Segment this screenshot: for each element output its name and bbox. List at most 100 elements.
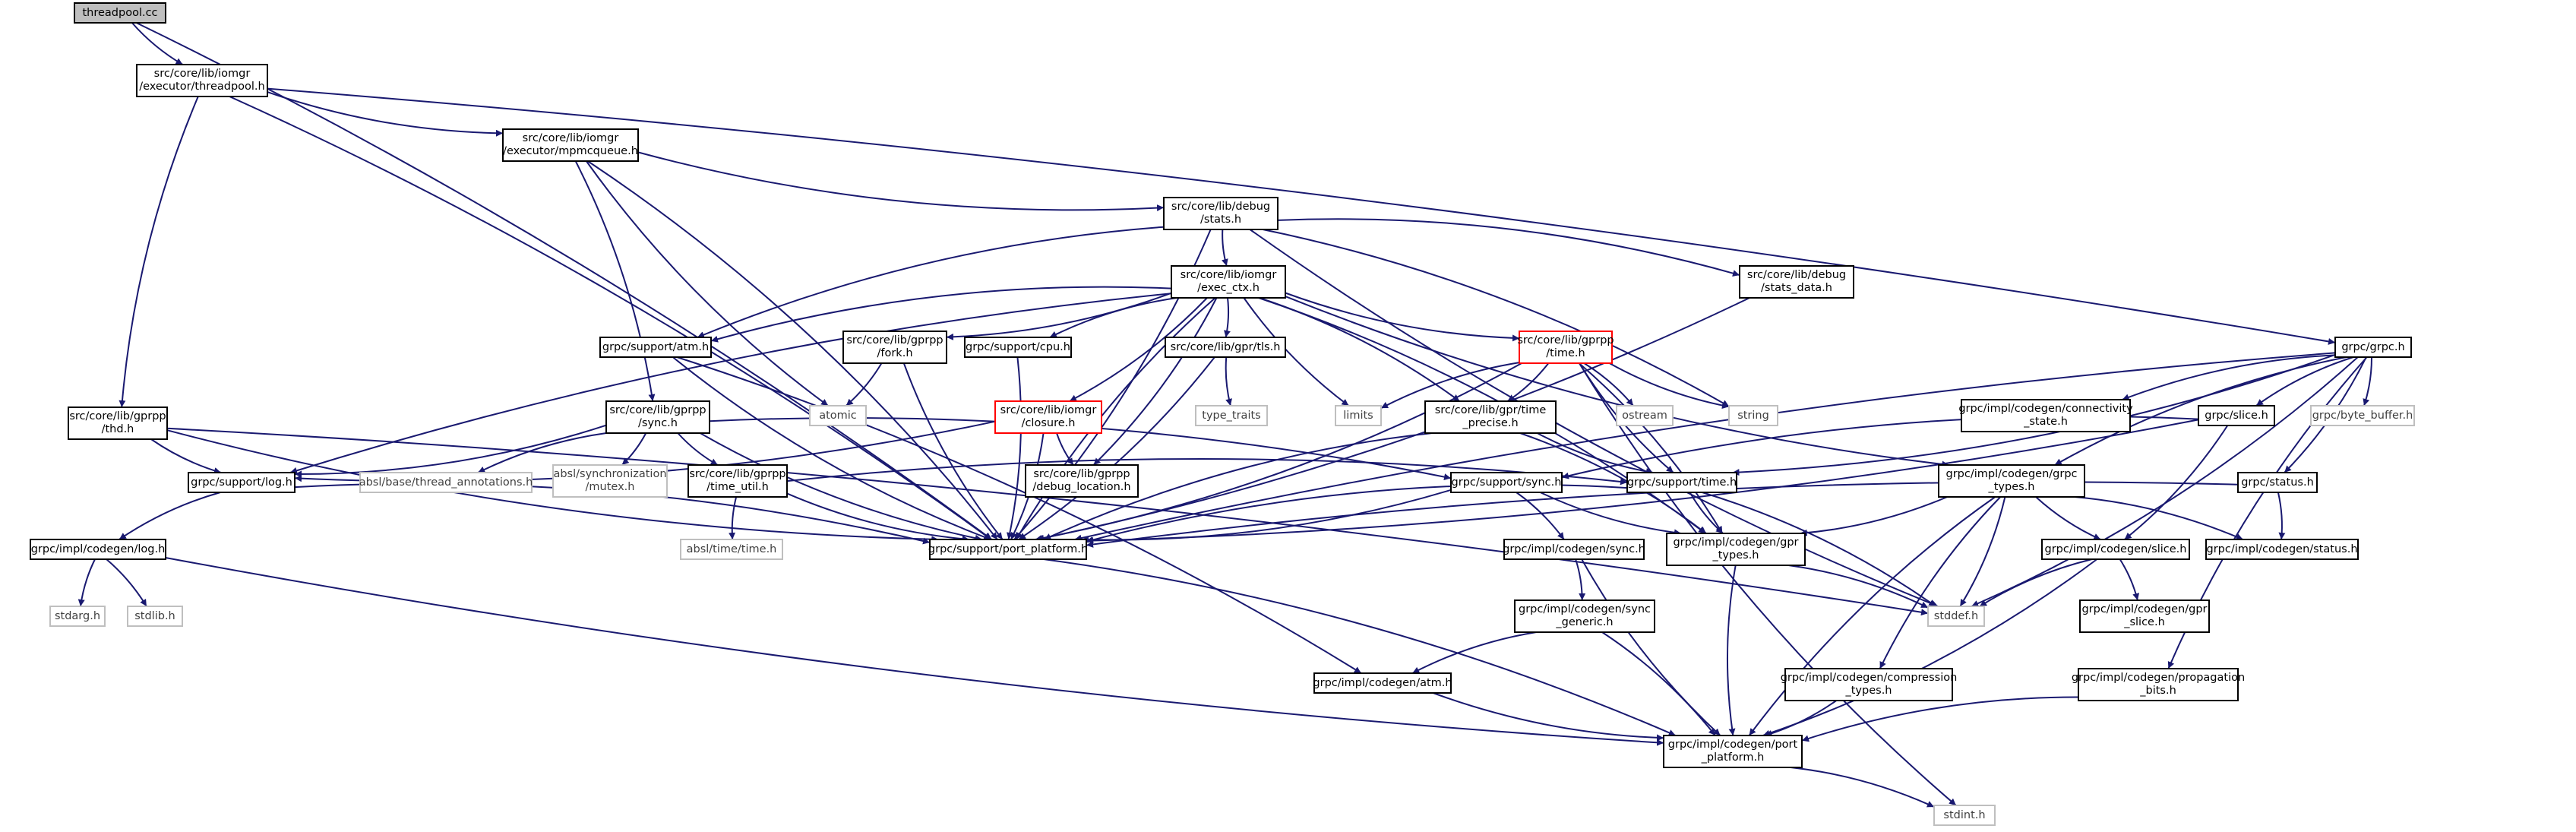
node-label: /time_util.h xyxy=(706,481,769,493)
node-codegen-slice-h[interactable]: grpc/impl/codegen/slice.h xyxy=(2041,539,2190,560)
node-atomic[interactable]: atomic xyxy=(809,405,867,426)
node-grpc-status-h[interactable]: grpc/status.h xyxy=(2237,472,2318,493)
node-label: grpc/impl/codegen/sync.h xyxy=(1503,543,1645,555)
edge-executor_threadpool_h-to-executor_mpmcqueue_h xyxy=(267,91,504,137)
edge-iomgr_exec_ctx_h-to-support_cpu_h xyxy=(1049,297,1177,338)
node-stdlib-h[interactable]: stdlib.h xyxy=(127,606,183,627)
edge-codegen_grpc_types_h-to-codegen_compression_types_h xyxy=(1879,496,2002,669)
node-string[interactable]: string xyxy=(1728,405,1778,426)
node-box xyxy=(1165,337,1286,358)
node-box xyxy=(1514,599,1655,633)
node-grpc-slice-h[interactable]: grpc/slice.h xyxy=(2198,405,2275,426)
node-label: threadpool.cc xyxy=(82,7,157,19)
node-gprpp-fork-h[interactable]: src/core/lib/gprpp/fork.h xyxy=(842,331,947,364)
node-label: limits xyxy=(1343,410,1373,422)
node-codegen-sync-h[interactable]: grpc/impl/codegen/sync.h xyxy=(1503,539,1645,560)
node-box xyxy=(687,464,788,498)
node-gprpp-debug-location-h[interactable]: src/core/lib/gprpp/debug_location.h xyxy=(1025,464,1139,498)
node-gprpp-sync-h[interactable]: src/core/lib/gprpp/sync.h xyxy=(605,400,710,434)
node-codegen-gpr-slice-h[interactable]: grpc/impl/codegen/gpr_slice.h xyxy=(2079,599,2210,633)
node-byte-buffer-h[interactable]: grpc/byte_buffer.h xyxy=(2310,405,2415,426)
node-codegen-port-platform-h[interactable]: grpc/impl/codegen/port_platform.h xyxy=(1663,735,1803,768)
node-box xyxy=(809,405,867,426)
node-box xyxy=(2237,472,2318,493)
node-codegen-compression-types-h[interactable]: grpc/impl/codegen/compression_types.h xyxy=(1781,668,1958,701)
node-support-log-h[interactable]: grpc/support/log.h xyxy=(188,472,296,493)
edge-iomgr_exec_ctx_h-to-limits xyxy=(1243,297,1349,407)
node-gprpp-time-util-h[interactable]: src/core/lib/gprpp/time_util.h xyxy=(687,464,788,498)
node-gprpp-time-h[interactable]: src/core/lib/gprpp/time.h xyxy=(1517,331,1614,364)
edge-debug_stats_h-to-stddef_h xyxy=(1249,229,1939,607)
node-box xyxy=(49,606,106,627)
edge-grpc_grpc_h-to-codegen_grpc_types_h xyxy=(2054,356,2347,466)
node-box xyxy=(599,337,712,358)
node-codegen-sync-generic-h[interactable]: grpc/impl/codegen/sync_generic.h xyxy=(1514,599,1655,633)
node-label: src/core/lib/gprpp xyxy=(689,468,785,480)
node-threadpool-cc[interactable]: threadpool.cc xyxy=(74,2,166,24)
node-stdint-h[interactable]: stdint.h xyxy=(1933,805,1996,826)
node-codegen-grpc-types-h[interactable]: grpc/impl/codegen/grpc_types.h xyxy=(1938,464,2085,498)
node-label: /thd.h xyxy=(102,423,134,435)
node-codegen-status-h[interactable]: grpc/impl/codegen/status.h xyxy=(2205,539,2359,560)
node-label: grpc/impl/codegen/gpr xyxy=(1673,536,1798,549)
node-support-cpu-h[interactable]: grpc/support/cpu.h xyxy=(964,337,1072,358)
node-label: grpc/byte_buffer.h xyxy=(2312,410,2413,422)
node-codegen-connectivity-state-h[interactable]: grpc/impl/codegen/connectivity_state.h xyxy=(1958,399,2133,432)
node-box xyxy=(1335,405,1382,426)
node-codegen-atm-h[interactable]: grpc/impl/codegen/atm.h xyxy=(1313,672,1452,694)
node-support-port-platform-h[interactable]: grpc/support/port_platform.h xyxy=(928,539,1088,560)
edge-debug_stats_h-to-iomgr_exec_ctx_h xyxy=(1221,229,1228,267)
node-absl-thread-annotations-h[interactable]: absl/base/thread_annotations.h xyxy=(359,472,533,493)
node-type-traits[interactable]: type_traits xyxy=(1195,405,1268,426)
edge-support_cpu_h-to-support_port_platform_h xyxy=(1007,356,1022,540)
node-box xyxy=(1195,405,1268,426)
node-debug-stats-data-h[interactable]: src/core/lib/debug/stats_data.h xyxy=(1739,265,1854,299)
node-box xyxy=(1519,331,1613,364)
edge-iomgr_exec_ctx_h-to-iomgr_closure_h xyxy=(1069,297,1208,402)
node-limits[interactable]: limits xyxy=(1335,405,1382,426)
node-label: /executor/mpmcqueue.h xyxy=(503,145,638,157)
edge-codegen_slice_h-to-codegen_gpr_slice_h xyxy=(2119,558,2140,601)
node-gpr-time-precise-h[interactable]: src/core/lib/gpr/time_precise.h xyxy=(1424,400,1557,434)
node-gpr-tls-h[interactable]: src/core/lib/gpr/tls.h xyxy=(1165,337,1286,358)
node-label: /mutex.h xyxy=(586,481,635,493)
node-executor-threadpool-h[interactable]: src/core/lib/iomgr/executor/threadpool.h xyxy=(136,64,268,97)
edge-gprpp_time_util_h-to-support_time_h xyxy=(786,458,1628,486)
node-label: /sync.h xyxy=(638,417,678,429)
node-box xyxy=(2205,539,2359,560)
node-box xyxy=(1313,672,1452,694)
node-label: /executor/threadpool.h xyxy=(139,81,264,93)
node-codegen-log-h[interactable]: grpc/impl/codegen/log.h xyxy=(30,539,166,560)
node-label: _types.h xyxy=(1988,481,2035,493)
node-ostream[interactable]: ostream xyxy=(1616,405,1674,426)
node-iomgr-exec-ctx-h[interactable]: src/core/lib/iomgr/exec_ctx.h xyxy=(1171,265,1286,299)
node-stddef-h[interactable]: stddef.h xyxy=(1927,606,1985,627)
edge-codegen_sync_generic_h-to-codegen_port_platform_h xyxy=(1601,631,1716,736)
node-gprpp-thd-h[interactable]: src/core/lib/gprpp/thd.h xyxy=(68,407,168,440)
node-box xyxy=(680,539,783,560)
node-box xyxy=(964,337,1072,358)
edge-grpc_grpc_h-to-byte_buffer_h xyxy=(2363,356,2373,407)
node-executor-mpmcqueue-h[interactable]: src/core/lib/iomgr/executor/mpmcqueue.h xyxy=(502,128,639,162)
node-codegen-propagation-bits-h[interactable]: grpc/impl/codegen/propagation_bits.h xyxy=(2072,668,2245,701)
node-absl-time-h[interactable]: absl/time/time.h xyxy=(680,539,783,560)
node-label: grpc/support/log.h xyxy=(191,476,292,489)
node-support-sync-h[interactable]: grpc/support/sync.h xyxy=(1450,472,1563,493)
node-support-atm-h[interactable]: grpc/support/atm.h xyxy=(599,337,712,358)
node-support-time-h[interactable]: grpc/support/time.h xyxy=(1626,472,1737,493)
node-codegen-gpr-types-h[interactable]: grpc/impl/codegen/gpr_types.h xyxy=(1666,533,1806,566)
node-debug-stats-h[interactable]: src/core/lib/debug/stats.h xyxy=(1163,197,1279,230)
node-stdarg-h[interactable]: stdarg.h xyxy=(49,606,106,627)
edge-iomgr_exec_ctx_h-to-support_port_platform_h xyxy=(1015,297,1216,540)
edge-codegen_sync_generic_h-to-codegen_atm_h xyxy=(1411,631,1537,674)
node-label: src/core/lib/iomgr xyxy=(523,132,619,144)
edge-codegen_gpr_types_h-to-codegen_port_platform_h xyxy=(1726,565,1737,736)
edge-gprpp_time_h-to-limits xyxy=(1380,362,1520,409)
node-box xyxy=(136,64,268,97)
edge-debug_stats_h-to-support_atm_h xyxy=(697,226,1165,338)
node-label: grpc/impl/codegen/grpc xyxy=(1945,468,2077,480)
node-absl-mutex-h[interactable]: absl/synchronization/mutex.h xyxy=(552,464,668,498)
edge-gprpp_sync_h-to-absl_mutex_h xyxy=(621,432,647,466)
node-grpc-grpc-h[interactable]: grpc/grpc.h xyxy=(2334,337,2412,358)
node-iomgr-closure-h[interactable]: src/core/lib/iomgr/closure.h xyxy=(994,400,1102,434)
